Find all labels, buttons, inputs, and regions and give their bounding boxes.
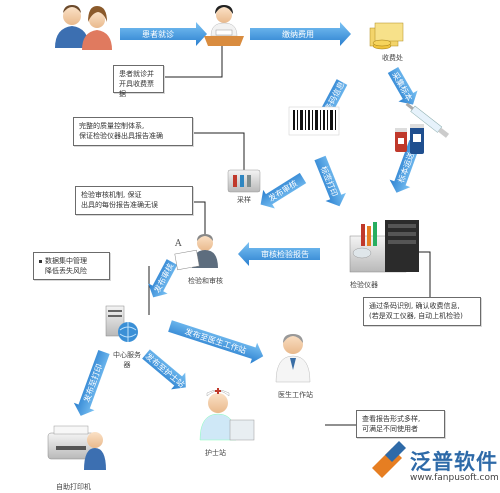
brand: 泛普软件 www.fanpusoft.com [368,445,499,491]
note-report-view-line-1: 查看报告形式多样, [362,415,421,423]
note-quality-line-2: 保证检验仪器出具报告准确 [79,132,163,140]
nurse-icon [199,388,255,441]
note-barcode-line-1: 通过条码识别, 确认收费信息, [369,302,460,310]
note-register: 患者就诊并 开具收费票据 [113,65,164,98]
note-report-view-line-2: 可满足不同使用者 [362,425,418,433]
arrow-label-publish-print: 发布至打印 [81,363,104,404]
note-audit-line-1: 检验审核机制, 保证 [81,191,142,199]
arrow-pay: 缴纳费用 [250,22,351,46]
note-data-line-2: 降低丢失风险 [45,267,87,275]
arrow-label-register: 患者就诊 [142,29,174,39]
arrow-label-labelprint: 标签打印 [319,164,340,197]
server-icon [105,305,138,342]
arrow-label-publish-review: 发布审核 [266,178,298,203]
arrow-collect: 采集标本 [387,67,418,105]
node-label-nurse: 护士站 [205,449,226,457]
brand-name: 泛普软件 [410,450,498,474]
node-label-instrument: 检验仪器 [350,281,378,289]
receptionist-icon [204,5,244,46]
node-label-doctor: 医生工作站 [278,391,313,399]
arrow-publish-review: 发布审核 [260,172,307,209]
node-label-server: 中心服务器 [113,351,141,369]
barcode-icon [288,106,340,136]
arrow-publish-print: 发布至打印 [73,349,110,416]
syringe-icon [395,102,450,154]
node-label-printer: 自助打印机 [56,483,91,491]
sampling-icon [227,169,261,193]
arrow-publish-doctor: 发布至医生工作站 [168,320,264,364]
arrow-register: 患者就诊 [120,22,207,46]
arrow-label-print: 标签打印 [314,155,346,207]
note-connectors [148,38,431,426]
note-barcode-line-2: (若是双工仪器, 自动上机检验) [369,312,463,320]
node-label-sampling: 采样 [237,196,251,204]
node-label-cashier: 收费处 [382,54,403,62]
brand-logo-icon [372,441,406,478]
arrow-label-publish-doctor: 发布至医生工作站 [184,326,248,355]
node-label-audit: 检验和审核 [188,277,223,285]
patients-icon [55,5,112,50]
arrow-publish-nurse: 发布至护士站 [142,349,187,390]
arrow-label-specimen: 标本运送 [396,151,416,184]
note-audit: 检验审核机制, 保证 出具的每份报告准确无误 [75,186,193,215]
note-audit-line-2: 出具的每份报告准确无误 [81,201,158,209]
note-barcode: 通过条码识别, 确认收费信息, (若是双工仪器, 自动上机检验) [363,297,481,326]
cashier-icon [369,22,404,50]
instrument-icon [349,220,419,273]
note-data: 数据集中管理 降低丢失风险 [33,252,110,280]
arrow-label-report-review: 审核检验报告 [261,249,309,259]
svg-text:A: A [174,239,182,249]
note-data-line-1: 数据集中管理 [45,257,87,265]
printer-icon [47,425,106,470]
arrow-label-publish-nurse: 发布至护士站 [144,351,187,390]
note-report-view: 查看报告形式多样, 可满足不同使用者 [356,410,445,438]
brand-url: www.fanpusoft.com [410,473,499,483]
arrow-report-review: 审核检验报告 [238,242,320,266]
audit-icon: A [174,234,218,271]
arrow-label-pay: 缴纳费用 [282,29,314,39]
note-register-line-1: 患者就诊并 [119,70,154,78]
note-quality: 完整的质量控制体系, 保证检验仪器出具报告准确 [73,117,193,146]
doctor-icon [275,334,311,383]
note-quality-line-1: 完整的质量控制体系, [79,122,145,130]
note-register-line-2: 开具收费票据 [119,80,154,98]
